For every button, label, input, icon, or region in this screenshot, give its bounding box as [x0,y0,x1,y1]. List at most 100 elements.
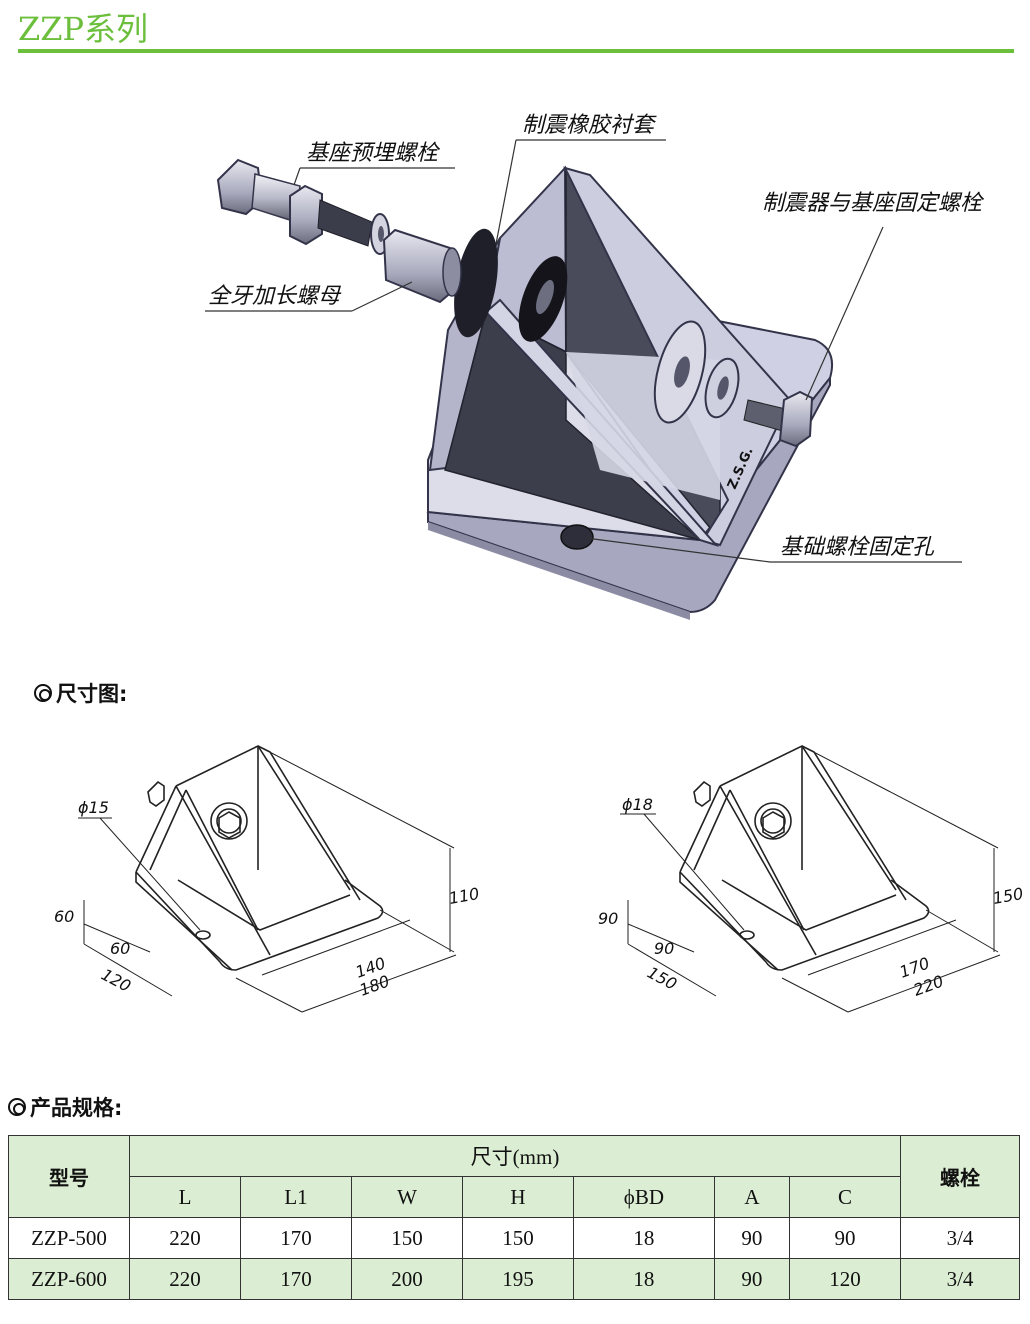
leader-fixing-bolt [805,226,884,401]
left-base-inner [135,872,233,971]
right-w150-dim: 150 [644,963,680,994]
left-nut [218,811,241,839]
dimension-section-heading: 尺寸图: [34,678,127,708]
label-long-nut: 全牙加长螺母 [208,284,342,309]
row-model: ZZP-600 [8,1258,130,1300]
dimension-drawing-left [78,744,457,1013]
label-rubber-bushing: 制震橡胶衬套 [522,113,657,138]
row-cell: 195 [462,1258,574,1300]
row-cell: 150 [462,1217,574,1259]
row-cell: 120 [788,1258,902,1300]
left-hole [195,930,211,940]
dim-right-w90 [627,923,695,953]
label-fixing-bolt: 制震器与基座固定螺栓 [762,191,985,216]
washer-large-hole [674,356,690,388]
anchor-bolt-nut [289,184,323,246]
left-w120-dim: 120 [98,965,134,996]
dim-left-l140 [261,919,411,976]
leader-rubber-bushing-2 [495,139,517,245]
left-inner-floor [177,879,351,931]
left-bolt-head [147,780,165,807]
row-cell: 150 [351,1217,463,1259]
col-header-C: C [788,1176,902,1218]
row-cell: 220 [129,1217,241,1259]
right-back-plate [719,744,897,891]
col-header-W: W [351,1176,463,1218]
col-header-L1: L1 [240,1176,352,1218]
spec-header-row-2: L L1 W H ϕBD A C [8,1176,1020,1218]
left-h110-dim: 110 [447,884,480,908]
left-wall [135,785,187,873]
spec-section-title: 产品规格: [30,1096,123,1120]
dims-header: 尺寸(mm) [129,1135,901,1177]
right-inner-floor [721,879,897,931]
callouts: 基座预埋螺栓 制震橡胶衬套 制震器与基座固定螺栓 全牙加长螺母 基础螺栓固定孔 [205,113,985,563]
dim-right-hole-leader [643,813,745,931]
double-circle-icon [8,1098,26,1116]
right-nut [762,811,785,839]
col-header-H: H [462,1176,574,1218]
leader-anchor-bolt-2 [293,167,301,186]
left-bushing [210,802,248,840]
exploded-bracket-view: Z.S.G. [216,158,834,620]
dimension-section-title: 尺寸图: [56,682,128,706]
leader-foundation-hole [585,537,771,563]
dimension-labels-right: ϕ18 90 90 150 170 220 150 [598,795,1025,1000]
dim-right-l170 [807,919,957,976]
dim-right-h150-ext2 [925,909,999,953]
inner-dark-left [444,310,701,541]
row-cell: 90 [713,1258,790,1300]
foundation-hole [560,524,594,550]
left-back-plate [175,744,351,891]
right-bolt-head [693,780,711,807]
anchor-washer-hole [378,226,384,242]
left-hole-dim: ϕ15 [78,798,109,817]
bolt-header: 螺栓 [900,1135,1020,1218]
row-cell: 90 [713,1217,790,1259]
right-base-plate [679,871,930,971]
spec-header-row-1: 型号 尺寸(mm) 螺栓 [8,1135,1020,1218]
spec-section-heading: 产品规格: [8,1092,122,1122]
left-bushing-inner [216,808,242,834]
double-circle-icon [34,684,52,702]
model-header: 型号 [8,1135,130,1218]
washer-small-hole [717,376,729,400]
fixing-bolt-head [778,390,814,448]
right-bushing-inner [760,808,786,834]
dim-left-hole-leader [99,817,201,931]
long-nut-end [442,247,462,297]
left-h60-dim: 60 [54,907,74,926]
col-header-BD: ϕBD [573,1176,715,1218]
dim-left-l180b [301,954,457,1013]
dim-right-h150-ext1 [805,747,999,849]
dim-right-l220b [847,954,1001,1013]
col-header-A: A [713,1176,790,1218]
col-header-L: L [129,1176,241,1218]
outer-bushing [454,228,498,338]
table-row: ZZP-500 220 170 150 150 18 90 90 3/4 [8,1217,1020,1259]
rubber-bushing-hole [535,279,555,315]
row-bolt: 3/4 [900,1217,1020,1259]
right-h150-dim: 150 [991,884,1024,908]
left-base-plate [135,871,384,971]
right-bushing [754,802,792,840]
row-model: ZZP-500 [8,1217,130,1259]
label-anchor-bolt: 基座预埋螺栓 [306,141,441,166]
page-title: ZZP系列 [18,10,149,48]
row-cell: 170 [240,1258,352,1300]
right-wall [679,785,731,873]
spec-table: 型号 尺寸(mm) 螺栓 L L1 W H ϕBD A C ZZP-500 22… [8,1135,1020,1300]
right-hole [739,930,755,940]
dim-right-l220 [781,977,849,1013]
dim-right-w150 [627,943,717,997]
dim-left-l180 [235,977,303,1013]
row-cell: 18 [573,1217,715,1259]
right-base-inner [679,872,779,971]
row-bolt: 3/4 [900,1258,1020,1300]
right-w90-dim: 90 [654,939,674,958]
title-rule [18,49,1014,53]
row-cell: 200 [351,1258,463,1300]
anchor-bolt-thread [317,199,373,247]
row-cell: 220 [129,1258,241,1300]
